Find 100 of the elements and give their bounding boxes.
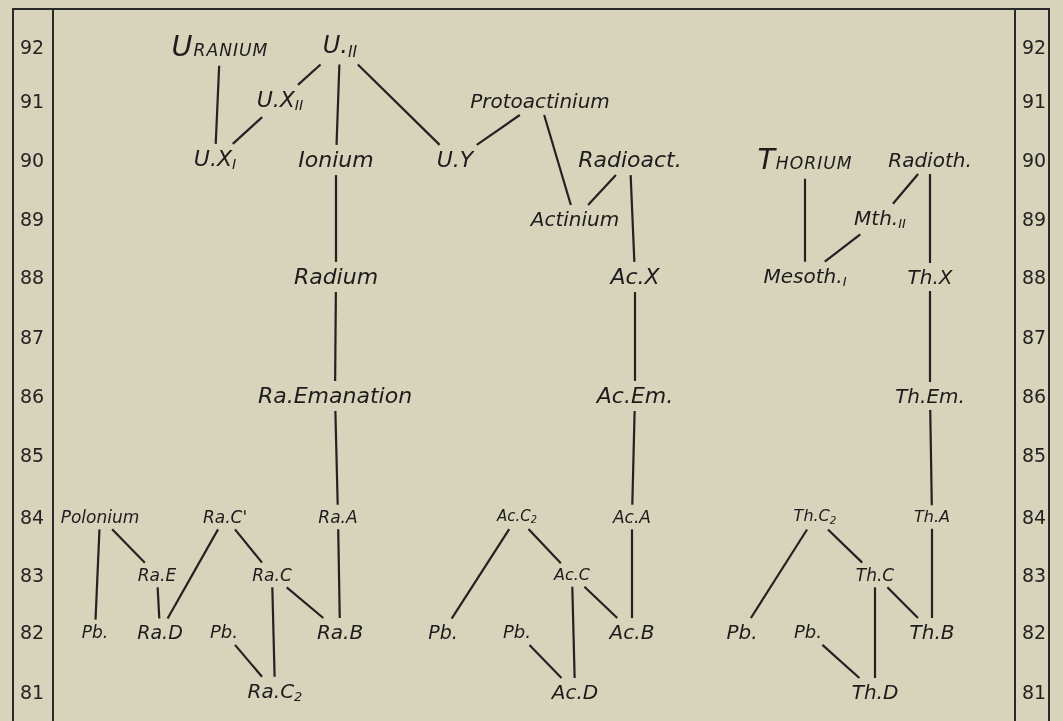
decay-line [827,528,863,564]
element-label: Ac.D [549,681,601,703]
atomic-number-label: 90 [1021,149,1047,171]
atomic-number-label: 87 [1021,326,1047,348]
atomic-number-label: 83 [19,564,45,586]
atomic-number-label: 86 [1021,385,1047,407]
element-label: Radium [291,264,381,290]
decay-line [94,529,101,620]
element-label: Ra.E [135,565,179,585]
decay-line [892,173,919,205]
element-label: Ac.B [607,621,657,643]
decay-line [886,586,919,619]
decay-line [337,529,341,618]
decay-line [234,528,263,564]
decay-line [631,411,636,505]
decay-line [821,644,861,679]
decay-line [803,178,807,262]
element-label: Th.Em. [893,385,967,407]
atomic-number-label: 81 [1021,681,1047,703]
decay-line [357,63,441,146]
element-label: Ac.C [552,566,592,584]
decay-line [930,528,934,618]
element-label: U.Y [434,147,476,173]
decay-line [528,644,563,679]
element-label: Th.D [849,681,901,703]
atomic-number-label: 84 [19,506,45,528]
decay-line [297,63,322,86]
element-label: Th.B [907,621,957,643]
element-label: Radioth. [886,149,974,171]
decay-line [749,528,808,619]
element-label: Th.C [853,565,897,585]
decay-line [587,174,617,206]
element-label: Th.C$_{2}$ [791,507,839,527]
element-label: Pb. [501,622,533,642]
element-label: Ra.A [316,507,360,527]
decay-line [334,411,339,505]
decay-line [873,587,877,678]
decay-line [824,233,861,263]
atomic-number-label: 86 [19,385,45,407]
decay-line [156,587,161,619]
decay-line [633,292,637,381]
element-label: Ra.C [250,565,294,585]
decay-line [286,586,324,619]
decay-line [166,528,219,620]
element-label: Ac.C$_{2}$ [495,507,539,527]
element-label: Pb. [79,622,111,642]
element-label: Th.A [912,508,952,526]
decay-line [928,174,932,263]
element-label: Pb. [792,622,824,642]
element-label: Protoactinium [468,90,612,112]
element-label: URANIUM [169,31,271,63]
atomic-number-label: 84 [1021,506,1047,528]
element-label: Ra.B [314,621,366,643]
atomic-number-label: 89 [19,208,45,230]
decay-line [234,644,263,678]
decay-line [335,64,341,145]
element-label: Th.X [905,266,955,288]
element-label: Ac.Em. [594,383,676,409]
decay-line [583,586,618,619]
decay-line [527,528,562,564]
atomic-number-label: 92 [1021,36,1047,58]
atomic-number-label: 90 [19,149,45,171]
decay-line [476,114,521,146]
element-label: Ra.C' [200,507,250,527]
element-label: Polonium [58,507,142,527]
atomic-number-label: 89 [1021,208,1047,230]
atomic-number-label: 88 [1021,266,1047,288]
atomic-number-label: 87 [19,326,45,348]
decay-line [543,114,572,206]
atomic-number-label: 82 [1021,621,1047,643]
atomic-number-label: 92 [19,36,45,58]
decay-line [334,292,337,381]
element-label: Pb. [208,622,240,642]
decay-line [232,116,263,145]
decay-line [928,291,932,382]
element-label: Ac.X [608,264,662,290]
atomic-number-label: 83 [1021,564,1047,586]
element-label: Pb. [724,621,760,643]
element-label: Radioact. [576,147,684,173]
element-label: THORIUM [755,144,855,176]
element-label: Ra.D [135,621,185,643]
decay-line [214,65,221,144]
decay-line [929,410,933,506]
decay-line [629,175,636,262]
element-label: Actinium [528,208,622,230]
element-label: Pb. [426,621,460,643]
atomic-number-label: 91 [1021,90,1047,112]
decay-line [630,529,634,618]
decay-line [450,528,511,620]
element-label: Mth.$_{II}$ [852,206,908,232]
element-label: Ionium [296,147,376,173]
element-label: Mesoth.$_{I}$ [761,264,849,290]
element-label: Ra.C$_{2}$ [245,679,305,705]
element-label: Ra.Emanation [255,383,415,409]
decay-line [271,587,276,677]
atomic-number-label: 81 [19,681,45,703]
decay-line [571,586,576,679]
element-label: U.X$_{I}$ [191,146,239,174]
element-label: Ac.A [611,507,653,527]
element-label: U.X$_{II}$ [254,87,306,115]
